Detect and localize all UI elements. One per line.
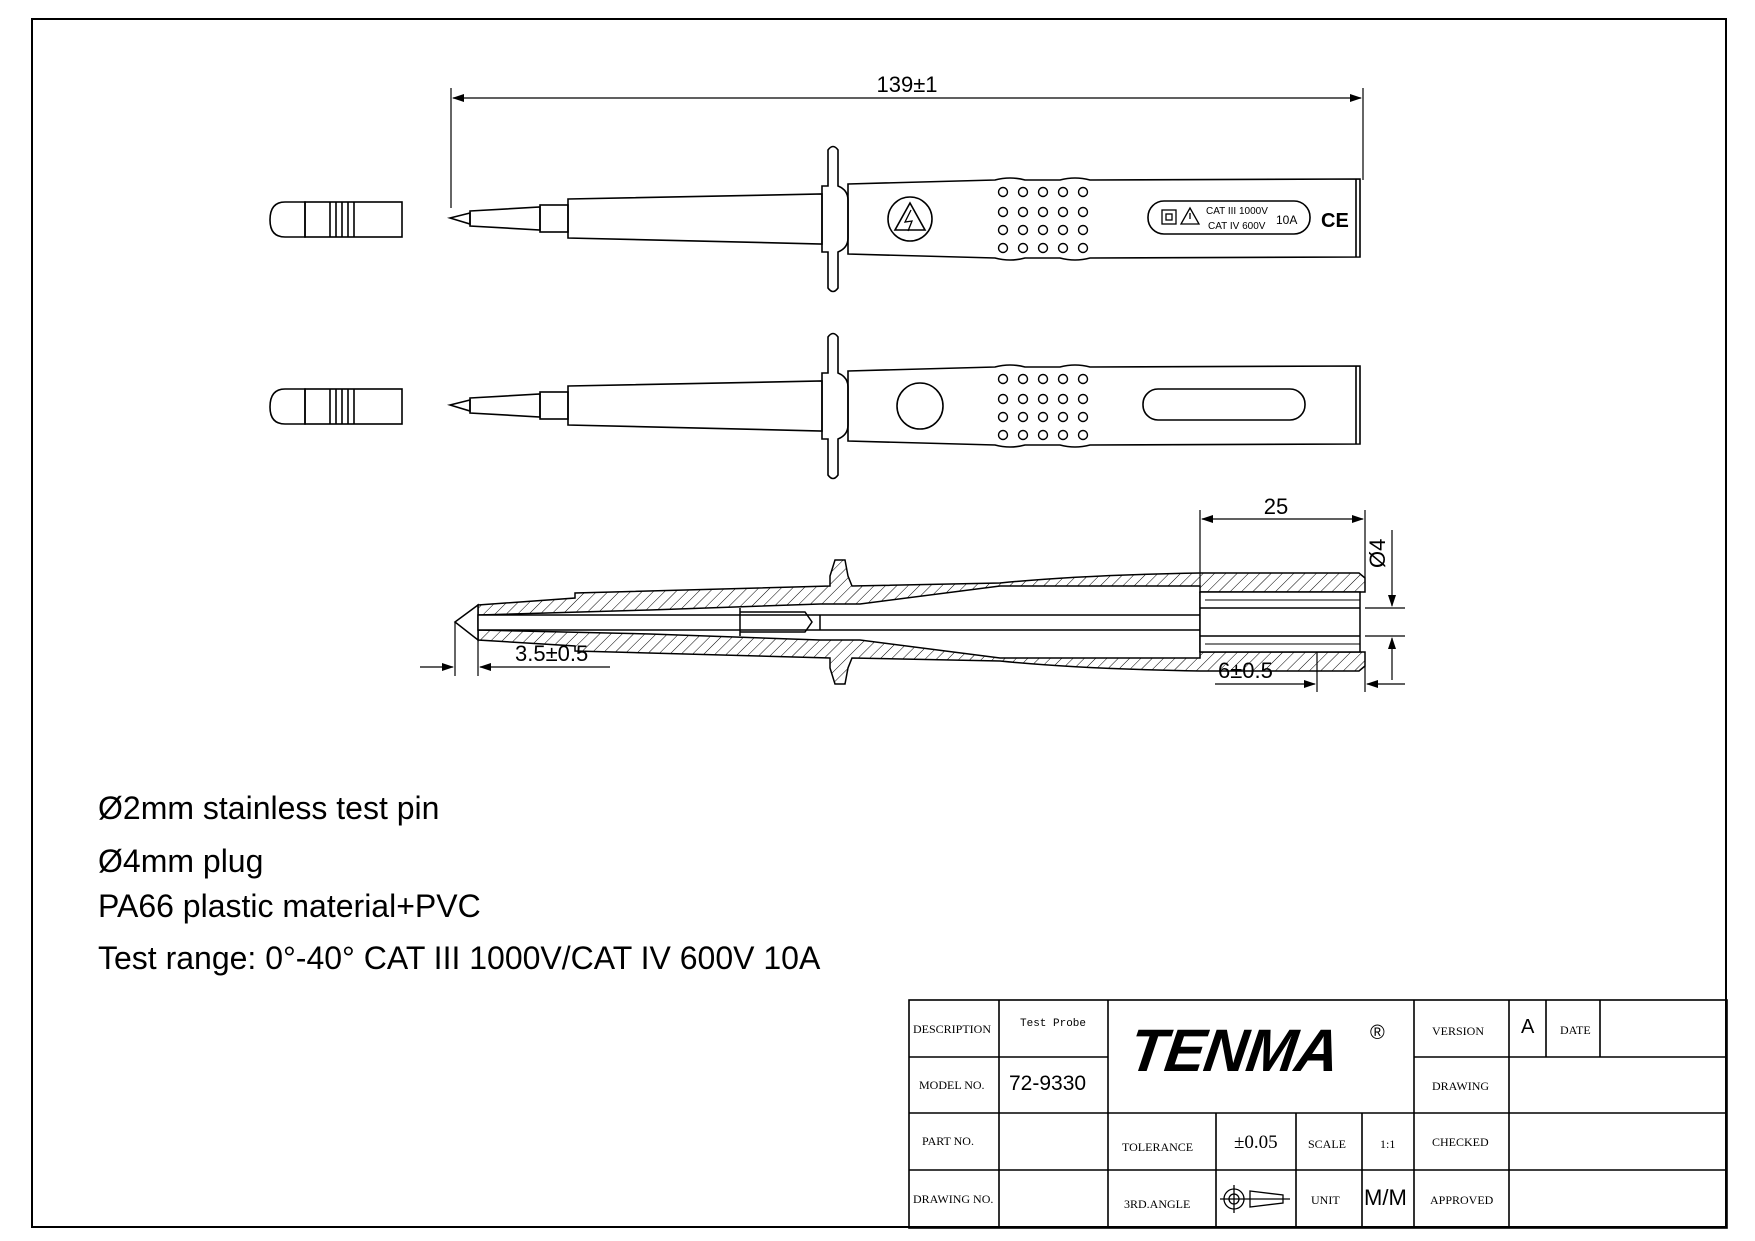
spec-test-range: Test range: 0°-40° CAT III 1000V/CAT IV …: [98, 940, 821, 976]
approved-label: APPROVED: [1430, 1193, 1494, 1207]
scale-label: SCALE: [1308, 1137, 1347, 1151]
unit-value: M/M: [1364, 1185, 1407, 1210]
tolerance-value: ±0.05: [1234, 1132, 1278, 1153]
brand-logo: TENMA: [1125, 1017, 1344, 1084]
drawing-frame: [31, 18, 1727, 1228]
model-label: MODEL NO.: [919, 1078, 985, 1092]
version-value: A: [1521, 1016, 1535, 1038]
overall-length-dimension: [450, 88, 1364, 208]
drawing-label: DRAWING: [1432, 1079, 1490, 1093]
rating-line1: CAT III 1000V: [1206, 206, 1268, 217]
date-label: DATE: [1560, 1023, 1591, 1037]
probe-cross-section: [453, 559, 1366, 685]
probe-view-top: [269, 145, 1361, 293]
spec-material: PA66 plastic material+PVC: [98, 888, 481, 924]
caution-triangle-icon: [1179, 206, 1201, 225]
description-label: DESCRIPTION: [913, 1022, 992, 1036]
probe-view-bottom: [269, 332, 1361, 480]
rating-line2: CAT IV 600V: [1208, 221, 1266, 232]
plug-diameter-label: Ø4: [1365, 539, 1390, 568]
tip-cap: [269, 201, 403, 238]
model-value: 72-9330: [1009, 1072, 1087, 1095]
double-insulation-icon: [1161, 209, 1177, 225]
projection-label: 3RD.ANGLE: [1124, 1197, 1191, 1211]
tip-length-label: 3.5±0.5: [515, 641, 588, 666]
ce-mark-icon: CE: [1321, 210, 1349, 232]
part-label: PART NO.: [922, 1134, 974, 1148]
high-voltage-warning-icon: [887, 196, 933, 242]
current-rating: 10A: [1276, 213, 1297, 227]
rating-label-plate: [1147, 200, 1311, 235]
grip-dots: [997, 186, 1089, 254]
version-label: VERSION: [1432, 1024, 1485, 1038]
checked-label: CHECKED: [1432, 1135, 1489, 1149]
tolerance-label: TOLERANCE: [1122, 1140, 1194, 1154]
spec-pin: Ø2mm stainless test pin: [98, 790, 440, 826]
title-block-grid: [908, 999, 1728, 1229]
plug-offset-label: 6±0.5: [1218, 658, 1273, 683]
spec-plug: Ø4mm plug: [98, 843, 264, 879]
scale-value: 1:1: [1380, 1137, 1396, 1151]
description-value: Test Probe: [1020, 1018, 1087, 1030]
plug-depth-label: 25: [1264, 494, 1288, 519]
section-dimensions: [420, 510, 1405, 692]
drawing-no-label: DRAWING NO.: [913, 1192, 994, 1206]
logo-recess: [896, 382, 944, 430]
registered-mark: ®: [1370, 1022, 1385, 1044]
third-angle-projection-icon: [1220, 1185, 1290, 1213]
unit-label: UNIT: [1311, 1193, 1340, 1207]
overall-length-label: 139±1: [876, 72, 937, 97]
tip-cap: [269, 388, 403, 425]
grip-dots: [997, 373, 1089, 441]
label-recess: [1142, 388, 1306, 421]
